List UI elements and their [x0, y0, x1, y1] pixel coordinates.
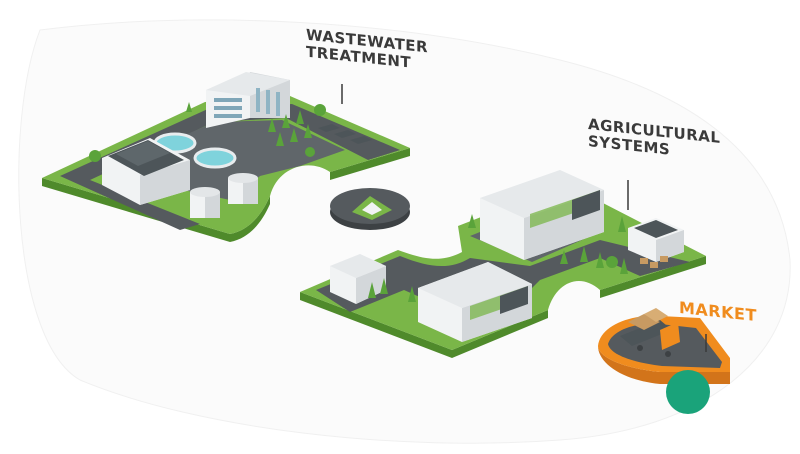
- treatment-building: [102, 138, 190, 205]
- wastewater-platform: [42, 72, 410, 242]
- agricultural-platform: [300, 170, 706, 358]
- office-tower: [206, 72, 290, 128]
- ag-trees: [368, 214, 628, 302]
- ag-platform-side-mid: [452, 310, 548, 358]
- storage-tank-icon: [190, 173, 258, 218]
- tree-icon: [89, 102, 326, 162]
- crates: [640, 256, 668, 268]
- solar-panels: [318, 124, 372, 144]
- truck-icon: [620, 308, 680, 357]
- ag-platform-side-right: [600, 256, 706, 298]
- greenhouse-front: [418, 262, 532, 342]
- ww-platform-side-right: [230, 196, 270, 242]
- ag-platform-side-left: [300, 292, 452, 358]
- ww-platform-side-right2: [330, 148, 410, 180]
- recycle-disc: [330, 188, 410, 230]
- greenhouse-icon: [480, 170, 604, 260]
- clarifier-tank-2: [193, 147, 237, 169]
- shed: [628, 218, 684, 262]
- market-marker: [666, 370, 710, 414]
- market-platform: [598, 308, 730, 414]
